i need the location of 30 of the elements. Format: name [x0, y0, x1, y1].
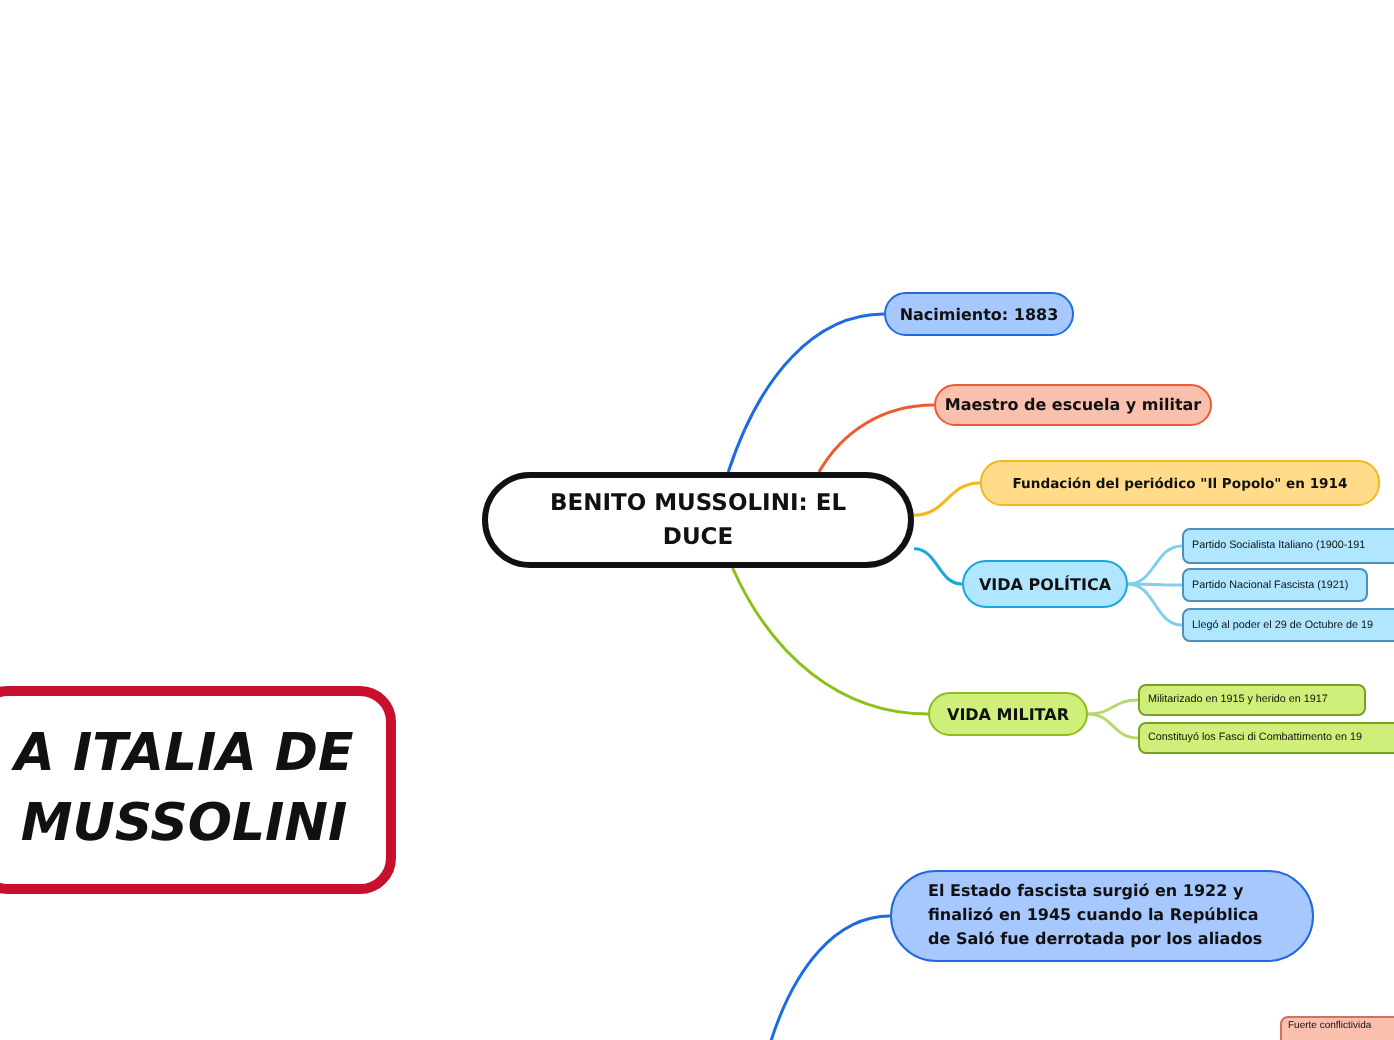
topic-box	[962, 560, 1128, 608]
topic-text: Maestro de escuela y militar	[944, 396, 1202, 414]
connector-line	[726, 312, 885, 473]
topic-box	[928, 692, 1088, 736]
topic-text: BENITO MUSSOLINI: EL DUCE	[547, 485, 849, 554]
connector-line	[1127, 544, 1183, 586]
topic-text: VIDA POLÍTICA	[978, 575, 1112, 593]
subtopic-box	[1182, 568, 1368, 602]
topic-text: Nacimiento: 1883	[899, 305, 1059, 323]
topic-box	[884, 292, 1074, 336]
subtopic-box	[1138, 722, 1394, 754]
connector-line	[817, 403, 935, 473]
connector-line	[731, 567, 929, 716]
connector-line	[768, 914, 891, 1040]
connector-line	[1127, 582, 1183, 627]
connector-line	[913, 481, 981, 517]
topic-text: VIDA MILITAR	[947, 705, 1069, 723]
connector-line	[1087, 712, 1139, 740]
topic-text: El Estado fascista surgió en 1922 y finalizó en 1945 cuando la República de Saló fue derrotada por los aliados	[928, 880, 1265, 952]
connector-line	[913, 547, 963, 586]
subtopic-box	[1182, 608, 1394, 642]
connector-line	[1087, 698, 1139, 716]
title-box	[0, 686, 396, 894]
subtopic-box	[1182, 528, 1394, 564]
subtopic-box	[1138, 684, 1366, 716]
topic-box	[934, 384, 1212, 426]
central-topic-box	[482, 472, 914, 568]
topic-text: A ITALIA DE MUSSOLINI	[10, 721, 356, 858]
topic-box	[890, 870, 1314, 962]
topic-box	[980, 460, 1380, 506]
